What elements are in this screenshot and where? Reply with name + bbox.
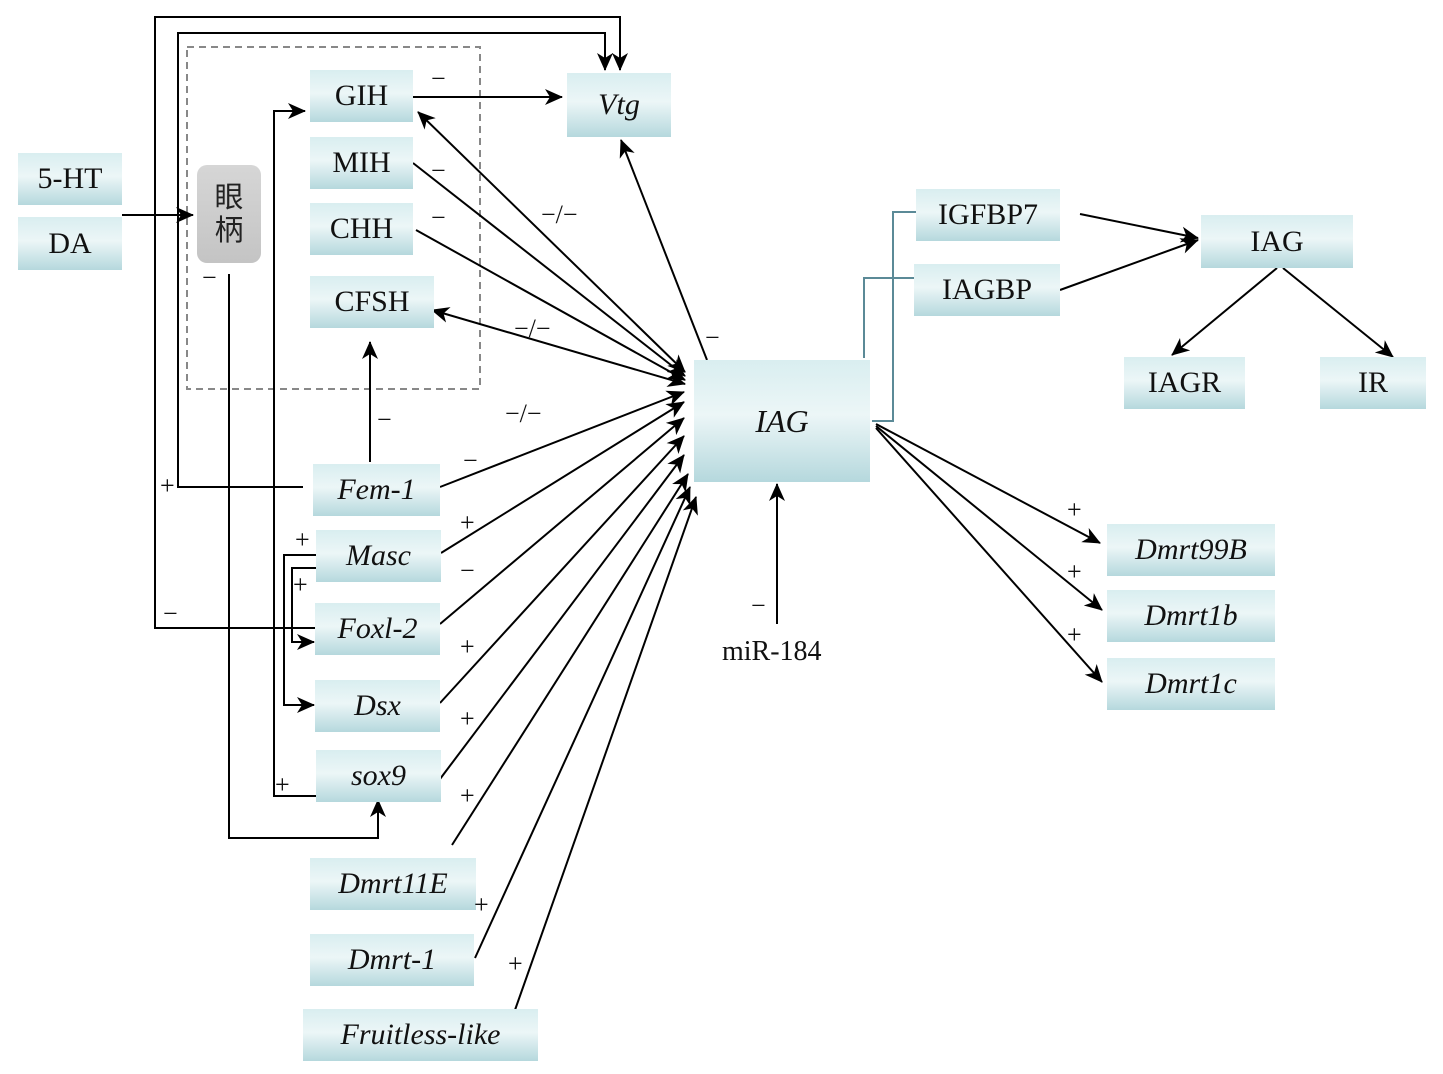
edge-masc-to-iag xyxy=(440,401,685,554)
eyestalk-char-2: 柄 xyxy=(214,213,244,247)
sign-gih-sox9: + xyxy=(275,770,290,799)
node-5ht: 5-HT xyxy=(18,153,122,205)
edge-masc-to-foxl2 xyxy=(291,567,316,650)
sign-sox9-iag: + xyxy=(460,704,475,733)
edge-gih-iag xyxy=(417,111,686,373)
sign-gih-vtg: − xyxy=(431,64,446,93)
sign-chh-iag: − xyxy=(431,203,446,232)
edge-iag-to-binding-proteins-2 xyxy=(863,277,914,358)
sign-fem1-cfsh: − xyxy=(377,405,392,434)
sign-fem1-vtg: + xyxy=(160,471,175,500)
node-mih: MIH xyxy=(310,137,413,189)
sign-eyestalk-sox9: − xyxy=(202,263,217,292)
sign-iag-dmrt1b: + xyxy=(1067,557,1082,586)
node-foxl2: Foxl-2 xyxy=(315,603,440,655)
edge-sox9-to-iag xyxy=(439,454,685,780)
edge-dsx-to-iag xyxy=(439,435,685,704)
edge-dmrt11e-to-iag xyxy=(451,473,689,846)
node-dmrt1b: Dmrt1b xyxy=(1107,590,1275,642)
edge-masc-to-dsx xyxy=(283,554,316,713)
edge-iag-to-dmrt99b xyxy=(875,423,1101,544)
sign-dmrt11e-iag: + xyxy=(460,781,475,810)
sign-masc-foxl2: + xyxy=(293,570,308,599)
node-iag-protein: IAG xyxy=(1201,215,1353,268)
sign-fruitless-iag: + xyxy=(508,949,523,978)
edge-fem1-to-iag xyxy=(439,390,685,488)
node-da: DA xyxy=(18,217,122,270)
node-dmrt11e: Dmrt11E xyxy=(310,858,476,910)
node-sox9: sox9 xyxy=(316,750,441,802)
node-dsx: Dsx xyxy=(315,680,440,732)
edge-foxl2-to-vtg xyxy=(154,16,628,629)
sign-foxl2-vtg: − xyxy=(163,599,178,628)
node-mir184: miR-184 xyxy=(722,636,822,667)
sign-mir184-iag: − xyxy=(751,591,766,620)
node-iagbp: IAGBP xyxy=(914,264,1060,316)
sign-foxl2-iag: − xyxy=(460,556,475,585)
node-fem1: Fem-1 xyxy=(313,464,440,516)
node-fruitless: Fruitless-like xyxy=(303,1009,538,1061)
node-dmrt1: Dmrt-1 xyxy=(310,934,474,986)
edge-iag-to-vtg xyxy=(619,139,708,361)
sign-dsx-iag: + xyxy=(460,632,475,661)
node-chh: CHH xyxy=(310,203,413,255)
node-eyestalk: 眼 柄 xyxy=(197,165,261,263)
edge-eyestalk-to-sox9 xyxy=(228,274,386,839)
edge-iag-to-iagr xyxy=(1171,267,1278,356)
node-iag-gene: IAG xyxy=(694,360,870,482)
sign-iag-dmrt99b: + xyxy=(1067,495,1082,524)
edge-igfbp7-to-iag xyxy=(1079,213,1199,243)
edge-cfsh-iag xyxy=(431,307,686,387)
node-dmrt99b: Dmrt99B xyxy=(1107,524,1275,576)
edge-foxl2-to-iag xyxy=(439,417,685,625)
edge-iag-to-dmrt1c xyxy=(875,427,1103,683)
edge-iag-to-binding-proteins-1 xyxy=(872,211,916,422)
edge-iagbp-to-iag xyxy=(1059,238,1199,291)
edge-gih-sox9 xyxy=(273,103,316,797)
node-masc: Masc xyxy=(316,530,441,582)
edge-dmrt1-to-iag xyxy=(474,486,691,959)
edge-mih-to-iag xyxy=(412,162,686,377)
eyestalk-char-1: 眼 xyxy=(214,179,244,214)
sign-masc-iag: + xyxy=(460,508,475,537)
sign-iag-dmrt1c: + xyxy=(1067,620,1082,649)
node-igfbp7: IGFBP7 xyxy=(916,189,1060,241)
edge-fem1-to-vtg xyxy=(177,32,613,488)
sign-dmrt1-iag: + xyxy=(474,890,489,919)
sign-masc-dsx: + xyxy=(295,525,310,554)
node-cfsh: CFSH xyxy=(310,276,434,328)
node-gih: GIH xyxy=(310,70,413,122)
sign-cfsh-iag: −/− xyxy=(514,314,551,343)
node-ir: IR xyxy=(1320,357,1426,409)
sign-fem1-iag: − xyxy=(463,446,478,475)
node-dmrt1c: Dmrt1c xyxy=(1107,658,1275,710)
edge-chh-to-iag xyxy=(415,229,686,381)
sign-iag-vtg: − xyxy=(705,323,720,352)
edge-iag-to-dmrt1b xyxy=(875,425,1103,611)
edge-iag-to-ir xyxy=(1282,267,1394,358)
sign-mid-iag: −/− xyxy=(505,399,542,428)
node-iagr: IAGR xyxy=(1124,357,1245,409)
edge-fruitless-to-iag xyxy=(514,496,698,1011)
sign-mih-iag: − xyxy=(431,156,446,185)
node-vtg: Vtg xyxy=(567,73,671,137)
sign-gih-iag: −/− xyxy=(541,200,578,229)
